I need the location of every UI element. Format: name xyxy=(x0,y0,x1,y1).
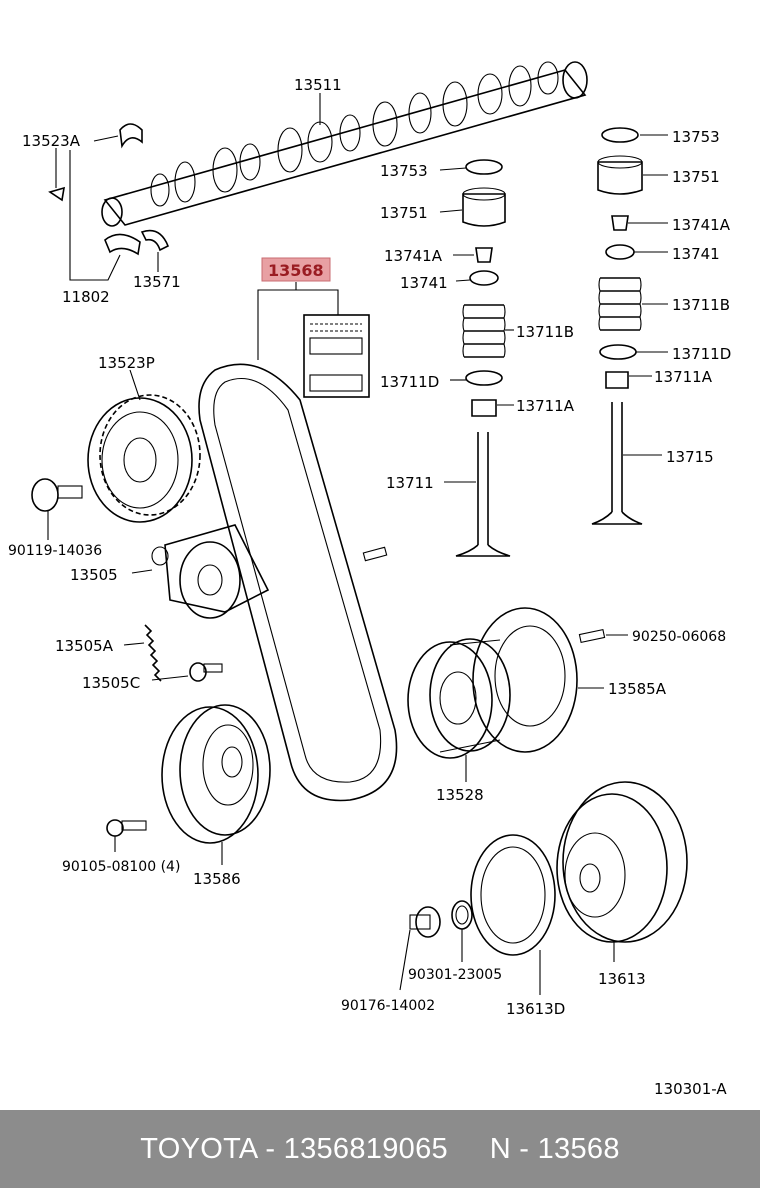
label-plate: 13585A xyxy=(608,680,667,698)
label-seal-left: 13711A xyxy=(516,397,575,415)
label-seal-right: 13711A xyxy=(654,368,713,386)
idler-pulley-drawing xyxy=(161,704,271,844)
label-retainer-right: 13741 xyxy=(672,245,720,263)
left-valve-stack-drawing xyxy=(455,159,511,557)
pulley-bolt-drawing xyxy=(31,478,83,512)
idler-bolt-drawing xyxy=(106,819,147,837)
belt-label-highlight xyxy=(261,257,331,282)
label-idler-pulley: 13586 xyxy=(193,870,241,888)
cam-pulley-drawing xyxy=(87,394,201,523)
crank-bolt-drawing xyxy=(409,906,441,938)
label-camshaft: 13511 xyxy=(294,76,342,94)
label-crank-bolt: 90176-14002 xyxy=(341,998,435,1014)
footer-bar: TOYOTA - 1356819065 N - 13568 xyxy=(0,1110,760,1188)
bearing-set-drawing xyxy=(104,229,170,256)
label-lifter-left: 13753 xyxy=(380,162,428,180)
parts-diagram: 13511 13523A 11802 13571 13568 13523P xyxy=(8,61,731,1098)
label-spring-right: 13711B xyxy=(672,296,730,314)
belt-instruction-card xyxy=(303,314,370,398)
label-valve-intake: 13711 xyxy=(386,474,434,492)
label-belt: 13568 xyxy=(268,261,324,280)
label-bearing-set: 11802 xyxy=(62,288,110,306)
seal-ring-drawing xyxy=(451,900,473,930)
crank-damper-drawing xyxy=(556,781,688,943)
tension-spring-drawing xyxy=(144,624,162,682)
label-thrust-washer: 13571 xyxy=(133,273,181,291)
label-crank-damper: 13613 xyxy=(598,970,646,988)
label-oil-seal: 13613D xyxy=(506,1000,565,1018)
label-cam-pulley: 13523P xyxy=(98,354,155,372)
label-lifter-right: 13753 xyxy=(672,128,720,146)
crank-pulley-drawing xyxy=(407,607,578,759)
footer-part-info: TOYOTA - 1356819065 N - 13568 xyxy=(140,1132,620,1165)
label-keeper-left: 13741A xyxy=(384,247,443,265)
label-stud: 13505C xyxy=(82,674,140,692)
camshaft-drawing xyxy=(101,61,588,227)
label-shim-left: 13751 xyxy=(380,204,428,222)
label-seal-ring: 90301-23005 xyxy=(408,967,502,983)
label-retainer-left: 13741 xyxy=(400,274,448,292)
timing-belt-drawing xyxy=(198,363,398,802)
label-spring-left: 13711B xyxy=(516,323,574,341)
label-seat-left: 13711D xyxy=(380,373,439,391)
dowel-pin-drawing xyxy=(362,546,606,644)
label-tension-spring: 13505A xyxy=(55,637,114,655)
diagram-code: 130301-A xyxy=(654,1080,727,1098)
cam-bearing-half-drawing xyxy=(48,123,143,202)
label-crank-pulley: 13528 xyxy=(436,786,484,804)
label-cam-bearing-half: 13523A xyxy=(22,132,81,150)
label-valve-exhaust: 13715 xyxy=(666,448,714,466)
label-idler-bolt: 90105-08100 (4) xyxy=(62,859,180,875)
label-pulley-bolt: 90119-14036 xyxy=(8,543,102,559)
label-pin: 90250-06068 xyxy=(632,629,726,645)
tensioner-drawing xyxy=(151,524,270,619)
label-keeper-right: 13741A xyxy=(672,216,731,234)
label-tensioner: 13505 xyxy=(70,566,118,584)
label-shim-right: 13751 xyxy=(672,168,720,186)
stud-drawing xyxy=(189,662,223,682)
oil-seal-drawing xyxy=(470,834,556,956)
right-valve-stack-drawing xyxy=(591,127,643,525)
label-seat-right: 13711D xyxy=(672,345,731,363)
